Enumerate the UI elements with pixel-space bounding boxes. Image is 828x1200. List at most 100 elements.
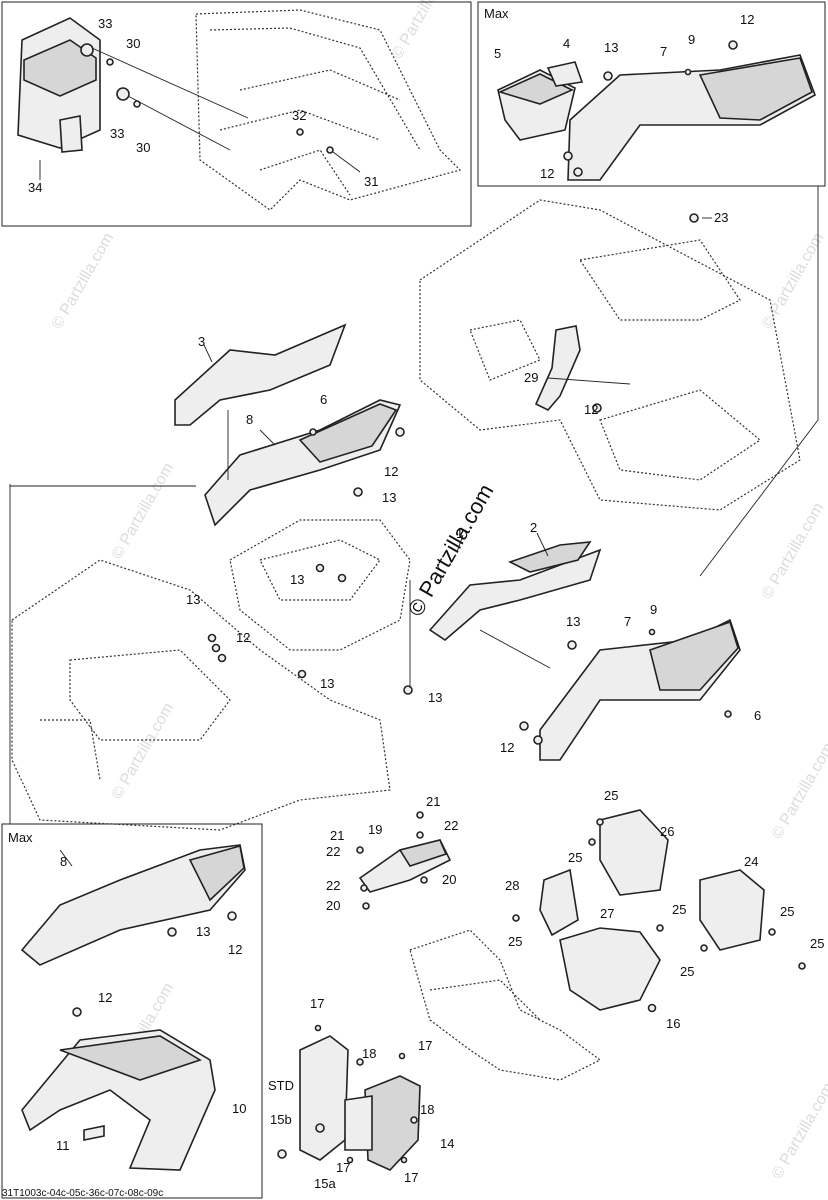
callout-12-mid: 12 <box>384 464 398 479</box>
rear-rack-10 <box>21 1029 216 1171</box>
callout-max-13: 13 <box>604 40 618 55</box>
callout-22-lower: 22 <box>326 878 340 893</box>
svg-text:© Partzilla.com: © Partzilla.com <box>759 230 828 332</box>
skid-plate-27 <box>559 927 661 1011</box>
leader-max-8 <box>59 849 73 867</box>
nut-13-lower-left <box>297 669 307 679</box>
callout-max-13-bottom: 13 <box>196 924 210 939</box>
inset-title-max-bottom: Max <box>8 830 33 845</box>
callout-31: 31 <box>364 174 378 189</box>
washer-22-left <box>356 846 364 854</box>
dash-33-a <box>91 47 249 119</box>
callout-34: 34 <box>28 180 42 195</box>
guard-24 <box>699 869 765 951</box>
screw-17-c <box>346 1156 354 1164</box>
grommet-33-b <box>116 87 130 101</box>
callout-25-b: 25 <box>568 850 582 865</box>
nut-12-left-b <box>217 653 227 663</box>
max-nut-13-bottom <box>167 927 177 937</box>
callout-13-lower-left: 13 <box>320 676 334 691</box>
leader-2 <box>536 532 549 557</box>
decal-1 <box>428 548 602 642</box>
nut-13-lower-right <box>403 685 413 695</box>
callout-8: 8 <box>246 412 253 427</box>
screw-25-a <box>596 818 604 826</box>
max-nut-12-bottom <box>227 911 237 921</box>
screw-25-d <box>656 924 664 932</box>
callout-13-mid: 13 <box>382 490 396 505</box>
callout-15b: 15b <box>270 1112 292 1127</box>
callout-13-rack: 13 <box>290 572 304 587</box>
callout-25-g: 25 <box>810 936 824 951</box>
callout-23: 23 <box>714 210 728 225</box>
max-nut-12-a <box>563 151 573 161</box>
nut-13-rack-b <box>337 573 347 583</box>
side-panel-8 <box>204 399 402 527</box>
screw-25-c <box>512 914 520 922</box>
svg-text:© Partzilla.com: © Partzilla.com <box>769 740 828 842</box>
callout-max-5: 5 <box>494 46 501 61</box>
screw-17-d <box>400 1156 408 1164</box>
guard-28 <box>539 868 579 937</box>
nut-12-left-a <box>211 643 221 653</box>
nut-23 <box>689 213 699 223</box>
screw-6-right <box>724 710 732 718</box>
leader-31 <box>332 151 361 173</box>
rear-rack-frame <box>195 9 462 211</box>
watermark-text: © Partzilla.com <box>49 230 118 332</box>
max-nut-13 <box>603 71 613 81</box>
callout-19: 19 <box>368 822 382 837</box>
callout-25-c: 25 <box>508 934 522 949</box>
nut-12-fender <box>592 403 602 413</box>
nut-12-right-b <box>533 735 543 745</box>
rear-fender <box>419 199 801 511</box>
leader-3 <box>203 344 213 363</box>
bolt-15b <box>315 1123 325 1133</box>
screw-25-f <box>700 944 708 952</box>
washer-22-lower <box>360 884 368 892</box>
callout-1: 1 <box>456 526 463 541</box>
nut-13-left <box>207 633 217 643</box>
callout-29: 29 <box>524 370 538 385</box>
screw-25-g <box>798 962 806 970</box>
decal-3 <box>174 323 347 426</box>
washer-32 <box>296 128 304 136</box>
nut-13-right <box>567 640 577 650</box>
washer-18-b <box>410 1116 418 1124</box>
inset-frame-bottom-left <box>1 823 263 1199</box>
callout-max-12-bottom-a: 12 <box>228 942 242 957</box>
max-screw-9 <box>684 68 692 76</box>
callout-14: 14 <box>440 1136 454 1151</box>
callout-13-lower-right: 13 <box>428 690 442 705</box>
callout-max-7: 7 <box>660 44 667 59</box>
screw-17-a <box>314 1024 322 1032</box>
leader-1 <box>456 534 464 553</box>
nut-13-rack-a <box>315 563 325 573</box>
callout-2: 2 <box>530 520 537 535</box>
screw-31 <box>326 146 334 154</box>
callout-22-left: 22 <box>326 844 340 859</box>
callout-16: 16 <box>666 1016 680 1031</box>
callout-15a: 15a <box>314 1176 336 1191</box>
callout-30-a: 30 <box>126 36 140 51</box>
connector-right <box>699 186 819 577</box>
svg-text:© Partzilla.com: © Partzilla.com <box>389 0 458 62</box>
max-nut-12-rack <box>72 1007 82 1017</box>
screw-20-left <box>362 902 370 910</box>
screw-6-mid <box>309 428 317 436</box>
callout-6-right: 6 <box>754 708 761 723</box>
max-nut-12-b <box>573 167 583 177</box>
diagram-code: 31T1003c-04c-05c-36c-07c-08c-09c <box>2 1188 163 1199</box>
bracket-19 <box>358 839 452 893</box>
inset-frame-top-right <box>477 1 826 187</box>
callout-12-fender: 12 <box>584 402 598 417</box>
callout-17-d: 17 <box>404 1170 418 1185</box>
cap-2 <box>507 541 592 573</box>
callout-28: 28 <box>505 878 519 893</box>
callout-30-b: 30 <box>136 140 150 155</box>
front-fender <box>11 559 391 831</box>
callout-max-4: 4 <box>563 36 570 51</box>
callout-17-a: 17 <box>310 996 324 1011</box>
callout-max-9: 9 <box>688 32 695 47</box>
